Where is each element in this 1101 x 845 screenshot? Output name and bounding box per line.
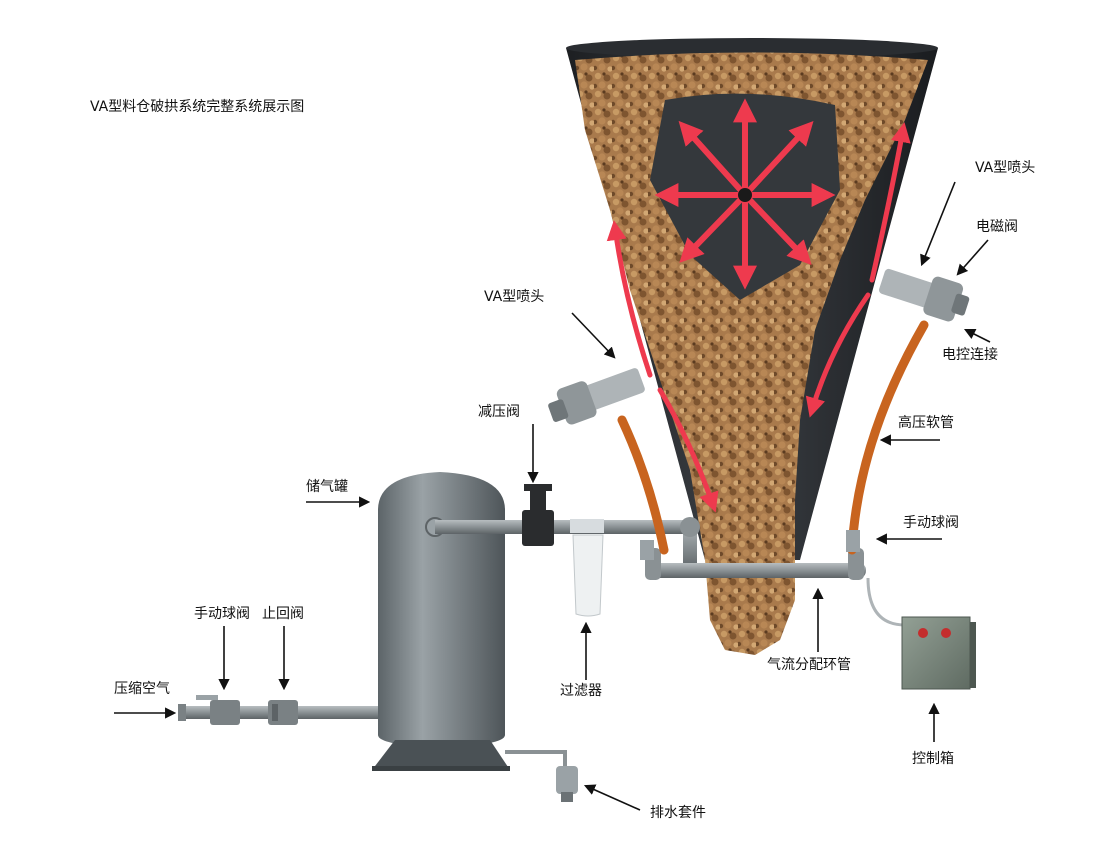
diagram-title: VA型料仓破拱系统完整系统展示图	[90, 99, 305, 115]
inlet-pipe	[178, 695, 378, 725]
drain-kit-assembly	[505, 750, 578, 802]
air-storage-tank	[372, 472, 510, 771]
label-filter: 过滤器	[560, 683, 602, 699]
label-ball-valve-left: 手动球阀	[194, 606, 250, 622]
label-pressure-reducer: 减压阀	[478, 404, 520, 420]
callout-arrows	[114, 181, 991, 811]
label-check-valve: 止回阀	[262, 606, 304, 622]
label-ball-valve-right: 手动球阀	[903, 515, 959, 531]
label-solenoid-valve: 电磁阀	[976, 219, 1018, 235]
label-va-nozzle-left: VA型喷头	[484, 289, 545, 305]
label-va-nozzle-right: VA型喷头	[975, 160, 1036, 176]
label-control-box: 控制箱	[912, 751, 954, 767]
left-nozzle-assembly	[548, 368, 669, 560]
label-air-ring-pipe: 气流分配环管	[767, 657, 851, 673]
air-burst-arrows	[654, 98, 836, 290]
control-box-unit	[866, 577, 976, 690]
label-compressed-air: 压缩空气	[114, 681, 170, 697]
wall-flow-arrows	[606, 122, 911, 513]
supply-pipe	[435, 484, 700, 617]
label-electric-connection: 电控连接	[942, 347, 998, 363]
label-air-tank: 储气罐	[306, 479, 348, 495]
label-high-pressure-hose: 高压软管	[898, 415, 954, 431]
label-drain-kit: 排水套件	[650, 805, 706, 821]
right-nozzle-assembly	[846, 268, 970, 555]
